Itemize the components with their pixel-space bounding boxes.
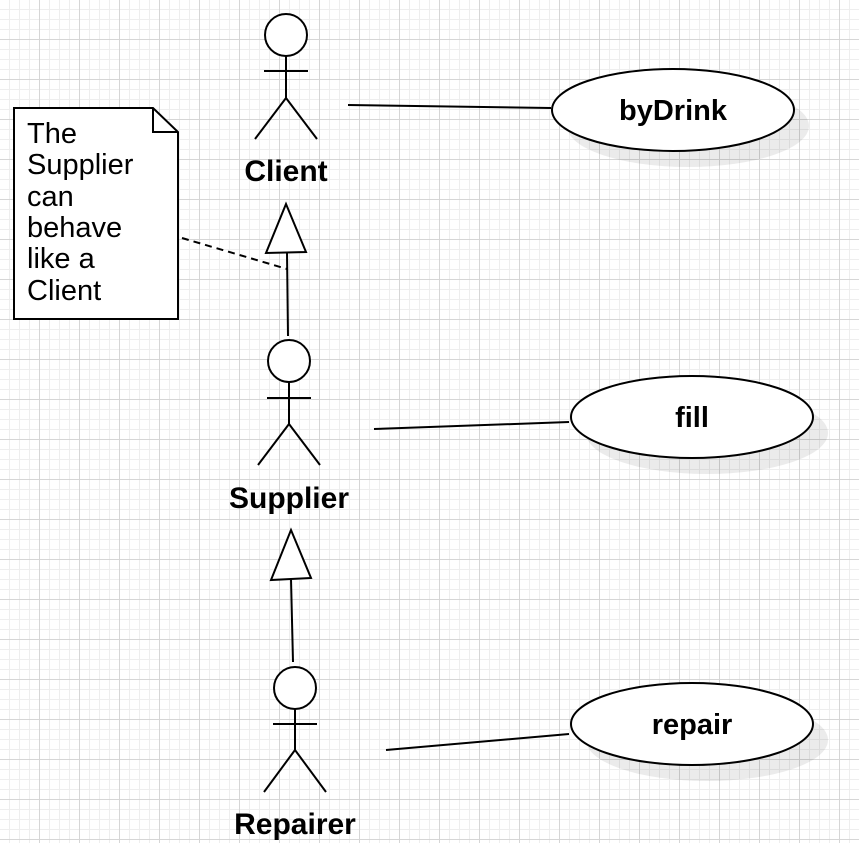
use-case-bydrink[interactable]: byDrink — [551, 68, 809, 167]
actor-repairer[interactable]: Repairer — [234, 666, 356, 841]
use-case-label-repair: repair — [652, 709, 733, 741]
stick-figure-icon — [254, 13, 318, 140]
generalization-supplier-client[interactable] — [264, 201, 308, 337]
stick-figure-icon — [263, 666, 327, 793]
actor-label-repairer: Repairer — [234, 808, 356, 841]
actor-label-client: Client — [244, 155, 327, 188]
use-case-label-bydrink: byDrink — [619, 95, 728, 127]
note-line-6: Client — [27, 275, 101, 307]
note[interactable]: The Supplier can behave like a Client — [13, 107, 179, 320]
generalization-repairer-supplier[interactable] — [269, 527, 313, 663]
note-connector[interactable] — [181, 237, 288, 270]
actor-supplier[interactable]: Supplier — [229, 339, 349, 515]
stick-figure-icon — [257, 339, 321, 466]
association-supplier-fill[interactable] — [373, 421, 570, 430]
note-line-3: can — [27, 181, 74, 213]
association-repairer-repair[interactable] — [385, 733, 570, 751]
note-line-5: like a — [27, 243, 96, 275]
use-case-fill[interactable]: fill — [570, 375, 828, 474]
use-case-repair[interactable]: repair — [570, 682, 828, 781]
note-line-4: behave — [27, 212, 122, 244]
use-case-label-fill: fill — [675, 402, 709, 434]
actor-client[interactable]: Client — [244, 13, 328, 188]
note-line-1: The — [27, 118, 77, 150]
note-line-2: Supplier — [27, 149, 134, 181]
association-client-bydrink[interactable] — [347, 104, 552, 109]
actor-label-supplier: Supplier — [229, 482, 349, 515]
